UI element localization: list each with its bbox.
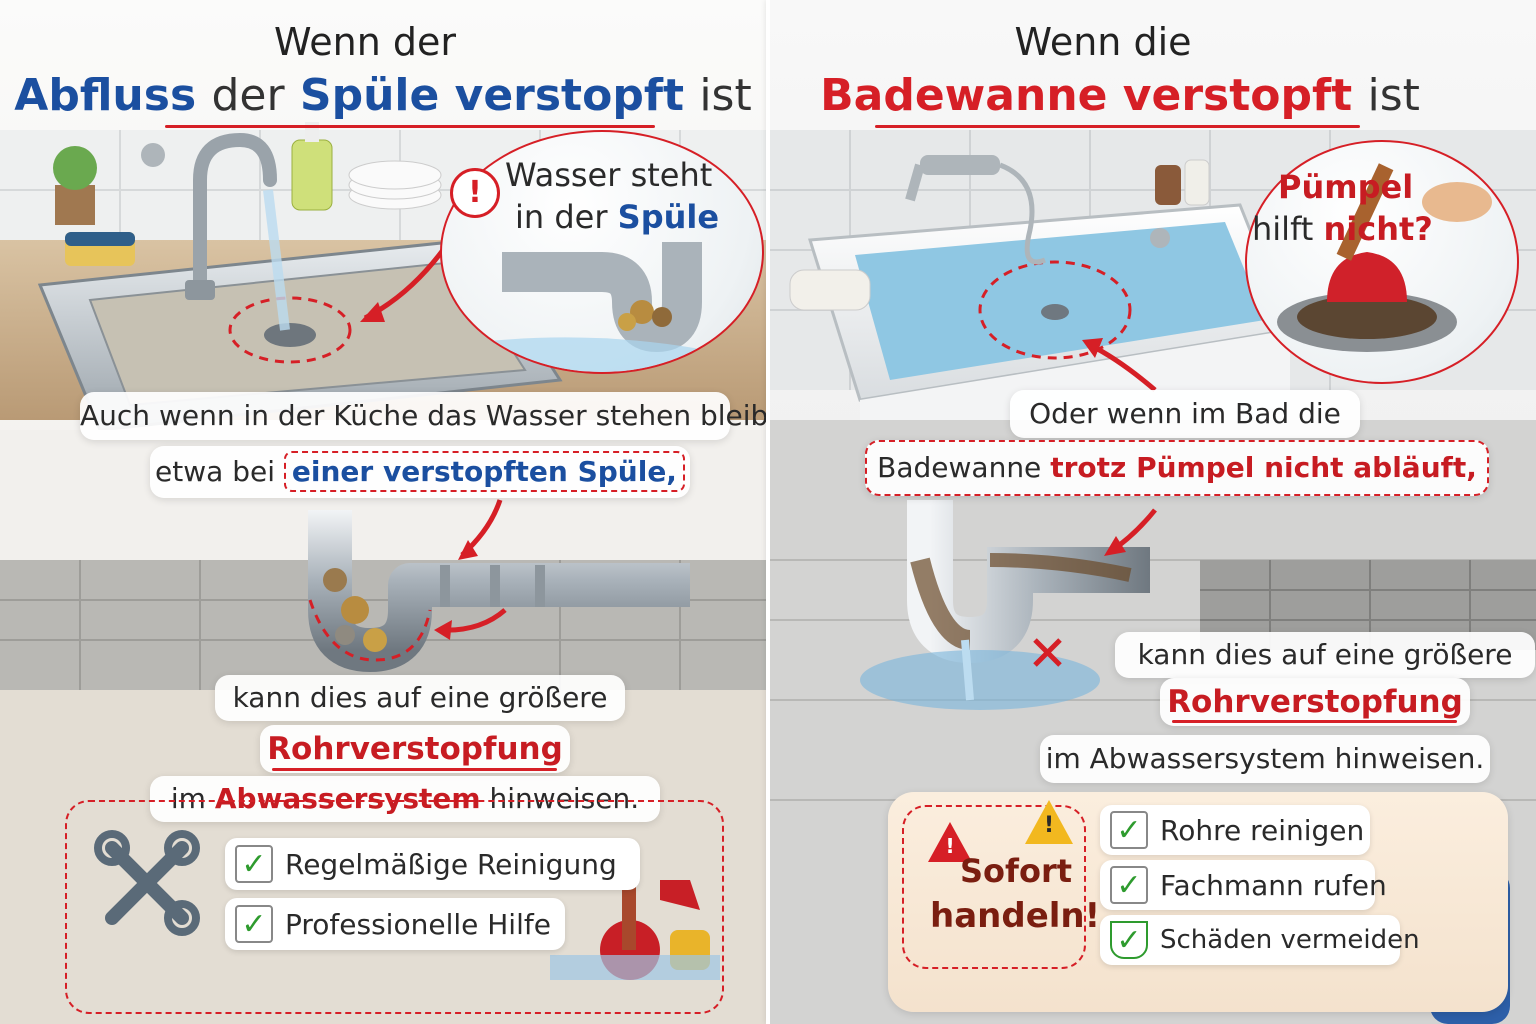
bath-text-2: Badewanne trotz Pümpel nicht abläuft, xyxy=(865,440,1489,496)
bath-check-2-label: Fachmann rufen xyxy=(1160,868,1387,902)
kitchen-title-word2: der xyxy=(211,70,285,121)
kitchen-check-1-label: Regelmäßige Reinigung xyxy=(285,847,617,881)
bath-title-word1: Badewanne verstopft xyxy=(820,70,1353,121)
bathroom-panel: Wenn die Badewanne verstopft ist Pümpel … xyxy=(770,0,1536,1024)
kitchen-bubble-text2: in der Spüle xyxy=(515,198,719,236)
bath-title-line1: Wenn die xyxy=(1014,20,1192,64)
kitchen-bubble-text1: Wasser steht xyxy=(505,156,713,194)
plunger-closeup xyxy=(1277,163,1492,352)
wrench-icon xyxy=(94,830,200,936)
warning-icon-mark: ! xyxy=(1043,813,1055,838)
kitchen-title-underline xyxy=(165,125,655,128)
kitchen-panel: Wenn der Abfluss der Spüle verstopft ist… xyxy=(0,0,766,1024)
bath-title-underline xyxy=(875,125,1360,128)
bath-check-row-2: ✓ Fachmann rufen xyxy=(1100,860,1387,910)
bath-bubble-text2: hilft nicht? xyxy=(1252,210,1433,248)
warning-icon-mark: ! xyxy=(945,834,955,858)
bath-warn-text1: Sofort xyxy=(960,852,1073,890)
check-icon: ✓ xyxy=(235,845,273,883)
bath-text-5: im Abwassersystem hinweisen. xyxy=(1040,735,1490,783)
bath-zoom-bubble xyxy=(1245,140,1519,384)
check-icon: ✓ xyxy=(1110,866,1148,904)
kitchen-zoom-bubble xyxy=(440,130,764,374)
panel-divider xyxy=(766,0,770,1024)
bath-text-4-word: Rohrverstopfung xyxy=(1167,684,1463,720)
bath-text-4-underline xyxy=(1172,720,1457,723)
kitchen-check-row-1: ✓ Regelmäßige Reinigung xyxy=(225,838,640,890)
bath-check-row-1: ✓ Rohre reinigen xyxy=(1100,805,1370,855)
check-icon: ✓ xyxy=(1110,811,1148,849)
kitchen-check-row-2: ✓ Professionelle Hilfe xyxy=(225,898,565,950)
kitchen-text-4: Rohrverstopfung xyxy=(260,725,570,773)
kitchen-text-5b: Abwassersystem xyxy=(214,782,481,815)
bath-bubble-text2b: nicht? xyxy=(1323,210,1433,248)
bath-title-line2: Badewanne verstopft ist xyxy=(770,70,1470,121)
plunger-icon xyxy=(600,875,601,876)
kitchen-warning-icon: ! xyxy=(450,168,500,218)
bath-warning-box xyxy=(902,805,1086,969)
bath-text-2a: Badewanne xyxy=(877,451,1042,484)
kitchen-check-2-label: Professionelle Hilfe xyxy=(285,907,551,941)
kitchen-text-3: kann dies auf eine größere xyxy=(215,675,625,721)
kitchen-text-4-word: Rohrverstopfung xyxy=(267,731,563,767)
shield-check-icon: ✓ xyxy=(1110,921,1148,959)
bath-check-row-3: ✓ Schäden vermeiden xyxy=(1100,915,1420,965)
kitchen-text-5c: hinweisen. xyxy=(489,782,640,815)
bath-bubble-text2a: hilft xyxy=(1252,210,1314,248)
kitchen-title-word1: Abfluss xyxy=(14,70,197,121)
kitchen-title-word3: Spüle verstopft xyxy=(299,70,684,121)
kitchen-text-1: Auch wenn in der Küche das Wasser stehen… xyxy=(80,392,766,440)
bath-bubble-text1: Pümpel xyxy=(1278,168,1414,206)
kitchen-title-word4: ist xyxy=(699,70,752,121)
check-icon: ✓ xyxy=(235,905,273,943)
warning-icon xyxy=(1025,800,1073,844)
kitchen-text-2b: einer verstopften Spüle, xyxy=(283,451,685,492)
bath-text-1: Oder wenn im Bad die xyxy=(1010,390,1360,438)
kitchen-bubble-text2b: Spüle xyxy=(617,198,720,236)
kitchen-text-5a: im xyxy=(170,782,206,815)
kitchen-text-2a: etwa bei xyxy=(155,455,275,488)
kitchen-title-line2: Abfluss der Spüle verstopft ist xyxy=(0,70,766,121)
bath-check-3-label: Schäden vermeiden xyxy=(1160,925,1420,955)
kitchen-text-5: im Abwassersystem hinweisen. xyxy=(150,776,660,822)
bath-check-1-label: Rohre reinigen xyxy=(1160,813,1365,847)
bath-warn-text2: handeln! xyxy=(930,896,1101,936)
bath-text-4: Rohrverstopfung xyxy=(1160,678,1470,726)
bath-text-3: kann dies auf eine größere xyxy=(1115,632,1535,678)
kitchen-sink-illustration xyxy=(0,122,766,1024)
bath-text-2b: trotz Pümpel nicht abläuft, xyxy=(1050,451,1477,484)
cross-icon xyxy=(1032,640,1033,641)
kitchen-text-2: etwa bei einer verstopften Spüle, xyxy=(150,446,690,498)
warning-icon xyxy=(928,822,972,862)
bath-title-word2: ist xyxy=(1367,70,1420,121)
kitchen-title-line1: Wenn der xyxy=(273,20,457,64)
clogged-pipe-closeup xyxy=(442,242,762,372)
kitchen-tips-box xyxy=(65,800,724,1014)
kitchen-text-4-underline xyxy=(272,768,557,771)
kitchen-bubble-text2a: in der xyxy=(515,198,608,236)
